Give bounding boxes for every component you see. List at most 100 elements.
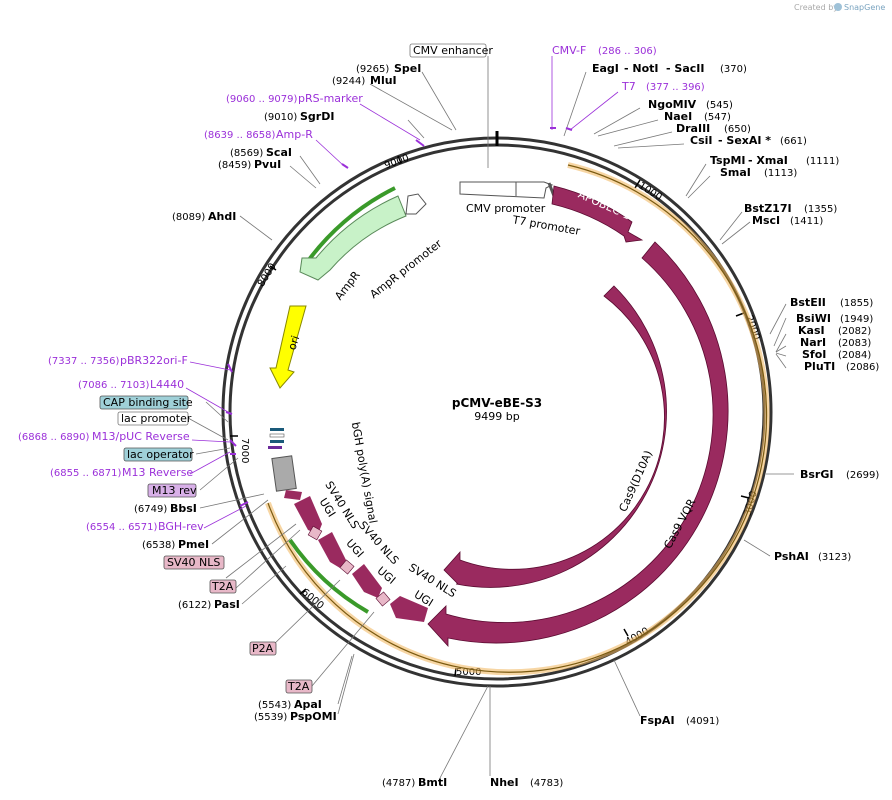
lac-region xyxy=(268,428,285,449)
site-pluti-pos: (2086) xyxy=(846,362,879,373)
orange-feature-line xyxy=(267,164,768,673)
primer-l4440: L4440 xyxy=(150,378,184,391)
t2a-label-1: T2A xyxy=(211,580,234,593)
site-sfoi-pos: (2084) xyxy=(838,350,871,361)
site-sacii-pos: (370) xyxy=(720,64,747,75)
boxed-labels: CMV enhancer CAP binding site lac promot… xyxy=(99,43,493,694)
site-bsiwi-pos: (1949) xyxy=(840,314,873,325)
ugi-2-arrow xyxy=(294,496,322,534)
ampr-arrow xyxy=(299,195,407,281)
bgh-box xyxy=(271,455,297,492)
site-spei: SpeI xyxy=(394,62,421,75)
primer-prs-marker-pos: (9060 .. 9079) xyxy=(226,94,298,105)
m13rev-mark xyxy=(268,446,282,449)
ugi-4-arrow xyxy=(352,564,382,598)
tick-7000: 7000 xyxy=(239,438,250,463)
green-feature-line-bottom xyxy=(288,538,370,614)
site-bstz17i: BstZ17I xyxy=(744,202,792,215)
site-naei: NaeI xyxy=(664,110,692,123)
primer-pbr322ori-f: pBR322ori-F xyxy=(120,354,188,367)
site-bmti-pos: (4787) xyxy=(382,778,415,789)
lac-promoter-label: lac promoter xyxy=(121,412,192,425)
site-ngomiv: NgoMIV xyxy=(648,98,697,111)
site-xmai: - XmaI xyxy=(748,154,788,167)
cas9-vqr-arrow xyxy=(427,241,729,648)
p2a-box xyxy=(249,641,277,656)
primer-bgh-rev-pos: (6554 .. 6571) xyxy=(86,522,158,533)
plasmid-name: pCMV-eBE-S3 xyxy=(452,396,542,410)
site-sexai-pos: (661) xyxy=(780,136,807,147)
site-draiii: DraIII xyxy=(676,122,710,135)
site-fspai-pos: (4091) xyxy=(686,716,719,727)
primer-cmv-f: CMV-F xyxy=(552,44,586,57)
t2a-box-2 xyxy=(285,679,313,694)
site-scai-pos: (8569) xyxy=(230,148,263,159)
site-naei-pos: (547) xyxy=(704,112,731,123)
site-nhei: NheI xyxy=(490,776,519,789)
ugi-3-arrow xyxy=(318,532,346,568)
credit-text: Created by xyxy=(794,3,838,12)
t7-promoter-label: T7 promoter xyxy=(511,213,582,238)
site-noti: - NotI xyxy=(624,62,659,75)
site-nhei-pos: (4783) xyxy=(530,778,563,789)
sites-left: (9265) SpeI (9244) MluI (9010) SgrDI (85… xyxy=(134,62,421,723)
primer-t7-pos: (377 .. 396) xyxy=(646,82,705,93)
site-msci: MscI xyxy=(752,214,780,227)
snapgene-logo-icon xyxy=(834,3,842,11)
apobec-arrow xyxy=(551,185,644,243)
t2a-box-1 xyxy=(209,579,237,594)
site-bbsi-pos: (6749) xyxy=(134,504,167,515)
sv40-nls-3-box xyxy=(375,591,391,607)
site-sgrdi: SgrDI xyxy=(300,110,334,123)
primer-amp-r: Amp-R xyxy=(276,128,313,141)
cmv-enhancer-box xyxy=(409,43,487,58)
site-bsrgi-pos: (2699) xyxy=(846,470,879,481)
site-sexai: - SexAI * xyxy=(718,134,771,147)
sv40-nls-label: SV40 NLS xyxy=(167,556,220,569)
site-kasi: KasI xyxy=(798,324,825,337)
lac-operator-label: lac operator xyxy=(127,448,194,461)
p2a-label: P2A xyxy=(252,642,274,655)
sites-right: EagI - NotI - SacII (370) NgoMIV (545) N… xyxy=(382,62,879,789)
ugi-1-arrow xyxy=(284,490,302,500)
site-ngomiv-pos: (545) xyxy=(706,100,733,111)
primer-m13-reverse: M13 Reverse xyxy=(122,466,193,479)
lac-operator-box xyxy=(123,447,193,462)
site-bsrgi: BsrGI xyxy=(800,468,833,481)
primer-m13-reverse-pos: (6855 .. 6871) xyxy=(50,468,122,479)
tick-5000: 5000 xyxy=(456,667,481,678)
site-apai-pos: (5543) xyxy=(258,700,291,711)
plasmid-title: pCMV-eBE-S3 9499 bp xyxy=(452,396,542,423)
ampr-promoter-label: AmpR promoter xyxy=(367,237,444,301)
site-scai: ScaI xyxy=(266,146,292,159)
ugi-label-2: UGI xyxy=(343,537,366,560)
site-pluti: PluTI xyxy=(804,360,835,373)
site-pasi-pos: (6122) xyxy=(178,600,211,611)
lac-operator-mark xyxy=(270,440,284,443)
primer-amp-r-pos: (8639 .. 8658) xyxy=(204,130,276,141)
cap-binding-site-label: CAP binding site xyxy=(103,396,193,409)
cas9-d10a-feature: Cas9(D10A) xyxy=(443,285,667,588)
site-draiii-pos: (650) xyxy=(724,124,751,135)
lac-promoter-mark xyxy=(269,433,285,438)
site-bbsi: BbsI xyxy=(170,502,197,515)
site-fspai: FspAI xyxy=(640,714,675,727)
site-pasi: PasI xyxy=(214,598,240,611)
sv40-nls-box xyxy=(163,555,225,570)
site-pmei: PmeI xyxy=(178,538,209,551)
primer-l4440-pos: (7086 .. 7103) xyxy=(78,380,150,391)
site-nari-pos: (2083) xyxy=(838,338,871,349)
primer-m13puc: M13/pUC Reverse xyxy=(92,430,190,443)
primer-m13puc-pos: (6868 .. 6890) xyxy=(18,432,90,443)
site-pspomi-pos: (5539) xyxy=(254,712,287,723)
primer-leader-lines xyxy=(185,56,619,529)
sv40-label-2: SV40 NLS xyxy=(356,519,401,567)
lac-promoter-box xyxy=(117,411,189,426)
m13-rev-box xyxy=(147,483,197,498)
site-apai: ApaI xyxy=(294,698,322,711)
site-ahdi-pos: (8089) xyxy=(172,212,205,223)
site-smai-pos: (1113) xyxy=(764,168,797,179)
cap-binding-site-box xyxy=(99,395,189,410)
site-pshai: PshAI xyxy=(774,550,809,563)
ori-label: ori xyxy=(286,334,303,352)
